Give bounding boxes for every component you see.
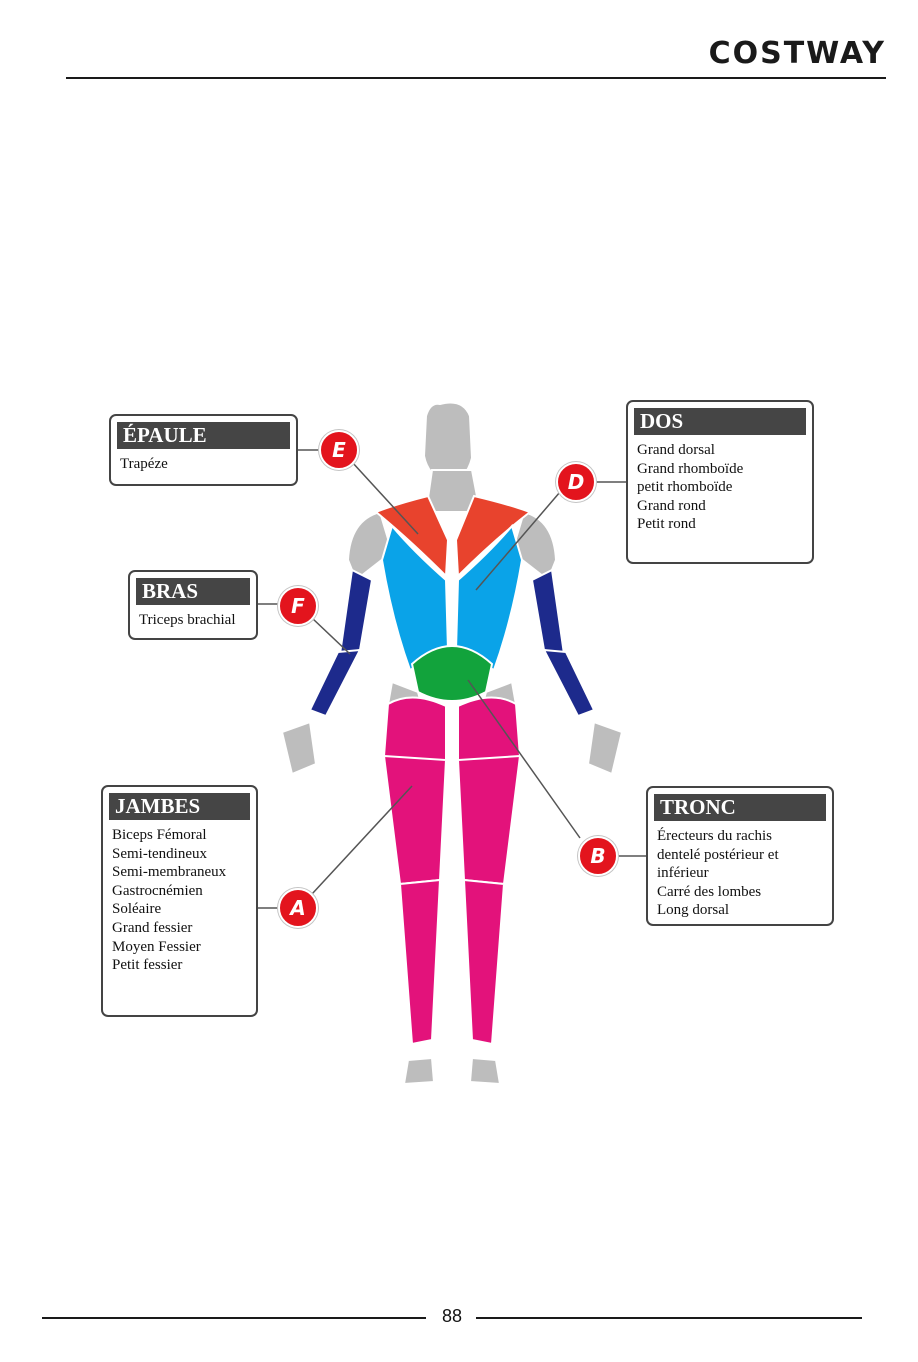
label-item: Grand fessier — [112, 919, 193, 936]
label-item: Petit fessier — [112, 957, 183, 974]
right-upper-arm — [530, 568, 566, 656]
right-forearm — [542, 648, 596, 718]
label-item: Gastrocnémien — [112, 882, 203, 899]
left-hand — [280, 720, 318, 776]
label-title-bras: BRAS — [136, 578, 250, 605]
label-item: Biceps Fémoral — [112, 827, 207, 843]
left-lat — [380, 523, 450, 672]
label-item: petit rhomboïde — [637, 479, 733, 496]
leader-line-jambes-to-muscle — [311, 785, 413, 895]
label-item: Trapéze — [120, 456, 168, 472]
header-rule — [66, 77, 886, 79]
label-title-epaule: ÉPAULE — [117, 422, 290, 449]
label-item: Semi-tendineux — [112, 845, 207, 862]
label-title-dos: DOS — [634, 408, 806, 435]
right-lat — [454, 523, 524, 672]
leader-line-dos-to-muscle — [475, 491, 561, 591]
body-figure — [280, 401, 624, 1086]
label-title-jambes: JAMBES — [109, 793, 250, 820]
label-item: Triceps brachial — [139, 612, 236, 628]
label-box-bras: BRAS Triceps brachial — [128, 570, 258, 640]
label-item: Moyen Fessier — [112, 938, 201, 955]
leader-line-tronc-to-muscle — [467, 679, 581, 839]
leader-line-bras-to-muscle — [311, 617, 351, 655]
label-item: dentelé postérieur et inférieur — [657, 846, 779, 882]
label-title-tronc: TRONC — [654, 794, 826, 821]
label-item: Grand rhomboïde — [637, 460, 744, 477]
label-item: Soléaire — [112, 901, 162, 918]
label-box-jambes: JAMBES Biceps Fémoral Semi-tendineux Sem… — [101, 785, 258, 1017]
label-box-tronc: TRONC Érecteurs du rachis dentelé postér… — [646, 786, 834, 926]
label-item: Long dorsal — [657, 902, 730, 919]
marker-dos: D — [556, 462, 596, 502]
left-calf — [398, 878, 442, 1046]
label-item: Carré des lombes — [657, 883, 762, 900]
marker-bras: F — [278, 586, 318, 626]
left-thigh — [382, 754, 448, 886]
label-box-epaule: ÉPAULE Trapéze — [109, 414, 298, 486]
label-item: Petit rond — [637, 516, 696, 533]
footer-rule-left — [42, 1317, 426, 1319]
label-item: Érecteurs du rachis — [657, 828, 772, 844]
label-item: Grand dorsal — [637, 442, 715, 458]
right-thigh — [456, 754, 522, 886]
left-forearm — [308, 648, 362, 718]
left-glute — [382, 696, 447, 766]
marker-epaule: E — [319, 430, 359, 470]
marker-jambes: A — [278, 888, 318, 928]
brand-logo: COSTWAY — [708, 36, 886, 71]
left-foot — [402, 1056, 436, 1086]
label-item: Grand rond — [637, 497, 706, 514]
right-hand — [586, 720, 624, 776]
footer-rule-right — [476, 1317, 862, 1319]
right-foot — [468, 1056, 502, 1086]
right-glute — [457, 696, 522, 766]
left-upper-arm — [338, 568, 374, 656]
label-box-dos: DOS Grand dorsal Grand rhomboïde petit r… — [626, 400, 814, 564]
leader-line-epaule-to-muscle — [351, 461, 419, 535]
right-calf — [462, 878, 506, 1046]
page-number: 88 — [441, 1306, 463, 1326]
marker-tronc: B — [578, 836, 618, 876]
lower-back — [410, 645, 494, 702]
label-item: Semi-membraneux — [112, 864, 227, 881]
